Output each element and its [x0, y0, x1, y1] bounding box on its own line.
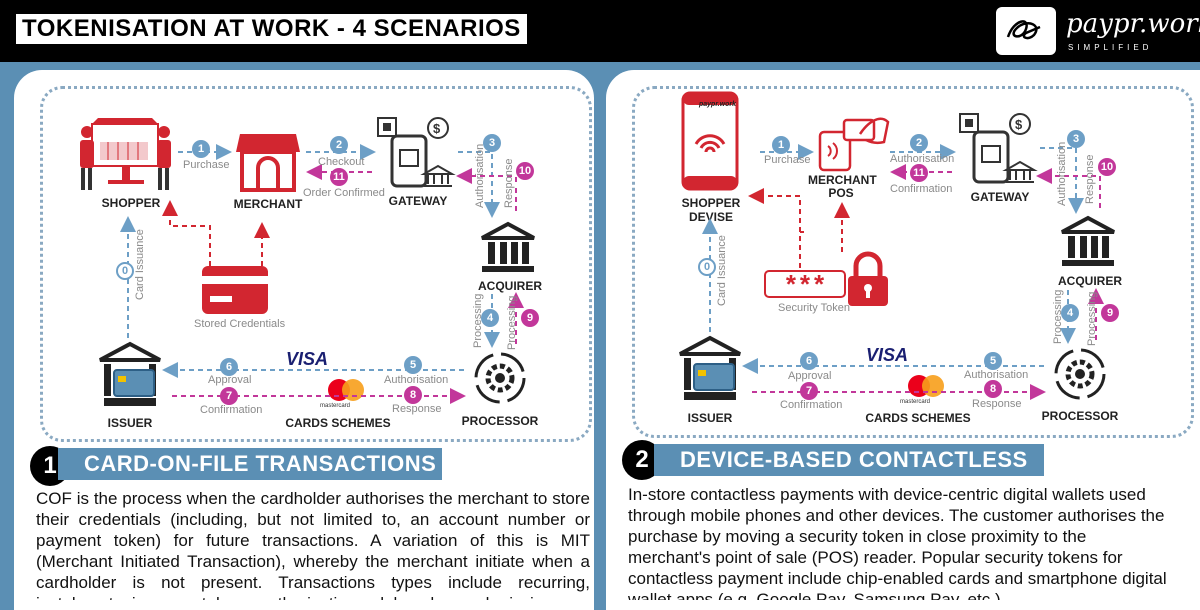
step-10-marker: 10	[516, 162, 534, 180]
step-10b-label: Response	[1084, 154, 1096, 204]
step-1b-marker: 1	[772, 136, 790, 154]
processor-2-label: PROCESSOR	[1041, 409, 1119, 423]
scenario-2-diagram-frame	[632, 86, 1194, 438]
step-8b-label: Response	[972, 398, 1022, 410]
card-schemes-2-label: CARDS SCHEMES	[865, 411, 971, 425]
step-6b-marker: 6	[800, 352, 818, 370]
processor-2-gear-icon	[1054, 348, 1106, 400]
step-6-marker: 6	[220, 358, 238, 376]
step-8b-marker: 8	[984, 380, 1002, 398]
page-title: TOKENISATION AT WORK - 4 SCENARIOS	[16, 14, 527, 44]
processor-gear-icon	[474, 352, 526, 404]
padlock-icon	[848, 251, 888, 306]
step-1-marker: 1	[192, 140, 210, 158]
step-5-label: Authorisation	[384, 374, 449, 386]
scenario-2-description: In-store contactless payments with devic…	[628, 485, 1167, 600]
step-2-label: Checkout	[318, 156, 365, 168]
step-8-label: Response	[392, 403, 442, 415]
step-2b-marker: 2	[910, 134, 928, 152]
step-4b-label: Processing	[1052, 289, 1064, 344]
acquirer-bank-icon	[481, 221, 535, 272]
merchant-pos-label: MERCHANT POS	[808, 173, 877, 200]
shopper-illustration-icon	[80, 118, 171, 190]
phone-brand-text: paypr.work	[699, 101, 736, 108]
visa-2-logo: VISA	[866, 345, 909, 365]
gateway-icon: $	[377, 117, 456, 188]
acquirer-label: ACQUIRER	[477, 279, 542, 293]
scenario-1-description: COF is the process when the cardholder a…	[36, 489, 590, 600]
step-4b-marker: 4	[1061, 304, 1079, 322]
step-3-marker: 3	[483, 134, 501, 152]
step-3b-marker: 3	[1067, 130, 1085, 148]
scenario-2-heading: DEVICE-BASED CONTACTLESS	[654, 444, 1044, 476]
stored-credentials-label: Stored Credentials	[194, 318, 286, 330]
issuer-2-label: ISSUER	[687, 411, 733, 425]
merchant-pos-icon	[818, 117, 890, 172]
gateway-2-icon: $	[959, 113, 1038, 184]
step-11b-label: Confirmation	[890, 183, 953, 195]
step-11-marker: 11	[330, 168, 348, 186]
acquirer-2-label: ACQUIRER	[1057, 274, 1122, 288]
step-5b-label: Authorisation	[964, 369, 1029, 381]
step-6-label: Approval	[208, 374, 252, 386]
shopper-device-label: SHOPPER DEVISE	[681, 196, 741, 224]
step-7-label: Confirmation	[200, 404, 263, 416]
visa-logo: VISA	[286, 349, 329, 369]
step-7b-label: Confirmation	[780, 399, 843, 411]
scenario-1-diagram-frame	[40, 86, 592, 442]
step-0b-marker: 0	[698, 258, 716, 276]
step-1-label: Purchase	[183, 159, 230, 171]
step-9b-marker: 9	[1101, 304, 1119, 322]
header-bar: TOKENISATION AT WORK - 4 SCENARIOS paypr…	[0, 0, 1200, 62]
step-0b-label: Card Issuance	[716, 235, 728, 306]
step-11-label: Order Confirmed	[303, 187, 385, 199]
processor-label: PROCESSOR	[461, 414, 539, 428]
issuer-2-bank-card-icon	[679, 335, 741, 400]
security-token-label: Security Token	[778, 302, 850, 314]
smartphone-icon	[681, 91, 739, 191]
step-0-marker: 0	[116, 262, 134, 280]
security-token-mask: ***	[785, 269, 829, 299]
svg-text:$: $	[433, 121, 441, 136]
step-3b-label: Authorisation	[1056, 141, 1068, 206]
step-11b-marker: 11	[910, 164, 928, 182]
step-9-marker: 9	[521, 309, 539, 327]
issuer-bank-card-icon	[99, 341, 161, 406]
step-2-marker: 2	[330, 136, 348, 154]
stored-credentials-card-icon	[202, 266, 268, 314]
brand-tagline: SIMPLIFIED	[1068, 43, 1153, 52]
mastercard-2-wordmark: mastercard	[900, 399, 931, 405]
acquirer-2-bank-icon	[1061, 215, 1115, 266]
merchant-store-icon	[236, 134, 300, 192]
step-4-marker: 4	[481, 309, 499, 327]
step-5-marker: 5	[404, 356, 422, 374]
step-7-marker: 7	[220, 387, 238, 405]
step-8-marker: 8	[404, 386, 422, 404]
scenario-2-flow-arrows	[702, 144, 1104, 400]
step-7b-marker: 7	[800, 382, 818, 400]
step-9b-label: Processing	[1086, 291, 1098, 346]
merchant-label: MERCHANT	[233, 197, 303, 211]
scribble-logo-icon	[996, 7, 1056, 55]
card-schemes-label: CARDS SCHEMES	[285, 416, 391, 430]
svg-text:$: $	[1015, 117, 1023, 132]
mastercard-wordmark: mastercard	[320, 403, 351, 409]
step-5b-marker: 5	[984, 352, 1002, 370]
brand-name: paypr.work	[1066, 9, 1200, 39]
gateway-label: GATEWAY	[388, 194, 448, 208]
gateway-2-label: GATEWAY	[970, 190, 1030, 204]
step-10b-marker: 10	[1098, 158, 1116, 176]
security-token-field-icon	[764, 270, 846, 298]
step-2b-label: Authorisation	[890, 153, 955, 165]
step-6b-label: Approval	[788, 370, 832, 382]
shopper-label: SHOPPER	[101, 196, 161, 210]
issuer-label: ISSUER	[107, 416, 153, 430]
step-1b-label: Purchase	[764, 154, 811, 166]
scenario-1-heading: CARD-ON-FILE TRANSACTIONS	[58, 448, 442, 480]
